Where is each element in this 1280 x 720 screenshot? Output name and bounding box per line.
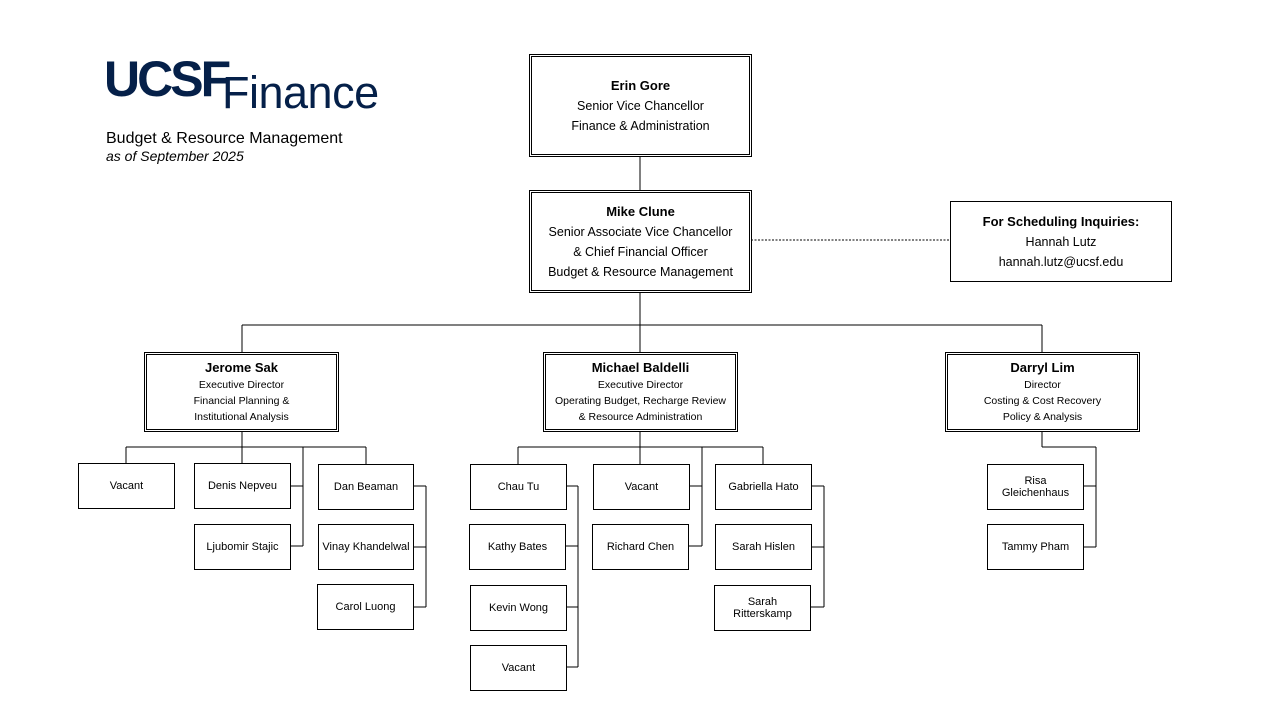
node-title: Executive Director bbox=[198, 379, 285, 391]
node-title: Budget & Resource Management bbox=[548, 264, 733, 279]
staff-node: Sarah Ritterskamp bbox=[714, 585, 811, 631]
node-name: Erin Gore bbox=[610, 77, 671, 93]
department-subtitle: Budget & Resource Management bbox=[106, 130, 343, 147]
node-mike-clune: Mike Clune Senior Associate Vice Chancel… bbox=[529, 190, 752, 293]
node-name: Jerome Sak bbox=[205, 360, 278, 375]
staff-node: Tammy Pham bbox=[987, 524, 1084, 570]
node-title: Institutional Analysis bbox=[194, 411, 289, 423]
staff-node: Dan Beaman bbox=[318, 464, 414, 510]
node-name: Michael Baldelli bbox=[591, 360, 690, 375]
staff-node: Gabriella Hato bbox=[715, 464, 812, 510]
staff-node: Vacant bbox=[78, 463, 175, 509]
node-darryl-lim: Darryl Lim Director Costing & Cost Recov… bbox=[945, 352, 1140, 432]
scheduling-heading: For Scheduling Inquiries: bbox=[982, 213, 1140, 229]
node-title: Financial Planning & bbox=[193, 395, 290, 407]
staff-node: Kathy Bates bbox=[469, 524, 566, 570]
finance-wordmark: Finance bbox=[222, 67, 379, 118]
staff-node: Carol Luong bbox=[317, 584, 414, 630]
node-michael-baldelli: Michael Baldelli Executive Director Oper… bbox=[543, 352, 738, 432]
as-of-date: as of September 2025 bbox=[106, 148, 244, 164]
node-jerome-sak: Jerome Sak Executive Director Financial … bbox=[144, 352, 339, 432]
staff-node: Vacant bbox=[593, 464, 690, 510]
node-title: Executive Director bbox=[597, 379, 684, 391]
node-title: Policy & Analysis bbox=[1002, 411, 1083, 423]
node-name: Mike Clune bbox=[606, 203, 675, 219]
staff-node: Richard Chen bbox=[592, 524, 689, 570]
staff-node: Denis Nepveu bbox=[194, 463, 291, 509]
node-title: Operating Budget, Recharge Review bbox=[554, 395, 726, 407]
node-erin-gore: Erin Gore Senior Vice Chancellor Finance… bbox=[529, 54, 752, 157]
node-title: & Chief Financial Officer bbox=[573, 244, 708, 259]
node-name: Darryl Lim bbox=[1010, 360, 1075, 375]
node-title: Senior Associate Vice Chancellor bbox=[548, 224, 733, 239]
staff-node: Sarah Hislen bbox=[715, 524, 812, 570]
ucsf-logo: UCSF bbox=[104, 51, 231, 107]
staff-node: Vinay Khandelwal bbox=[318, 524, 414, 570]
node-title: & Resource Administration bbox=[578, 411, 703, 423]
scheduling-contact-name: Hannah Lutz bbox=[1025, 234, 1097, 249]
scheduling-inquiries-box: For Scheduling Inquiries: Hannah Lutz ha… bbox=[950, 201, 1172, 282]
node-title: Costing & Cost Recovery bbox=[983, 395, 1102, 407]
staff-node: Ljubomir Stajic bbox=[194, 524, 291, 570]
node-title: Director bbox=[1024, 379, 1061, 391]
node-title: Finance & Administration bbox=[571, 118, 710, 133]
staff-node: Kevin Wong bbox=[470, 585, 567, 631]
staff-node: Chau Tu bbox=[470, 464, 567, 510]
scheduling-email: hannah.lutz@ucsf.edu bbox=[998, 254, 1124, 269]
staff-node: Vacant bbox=[470, 645, 567, 691]
node-title: Senior Vice Chancellor bbox=[577, 98, 704, 113]
staff-node: Risa Gleichenhaus bbox=[987, 464, 1084, 510]
